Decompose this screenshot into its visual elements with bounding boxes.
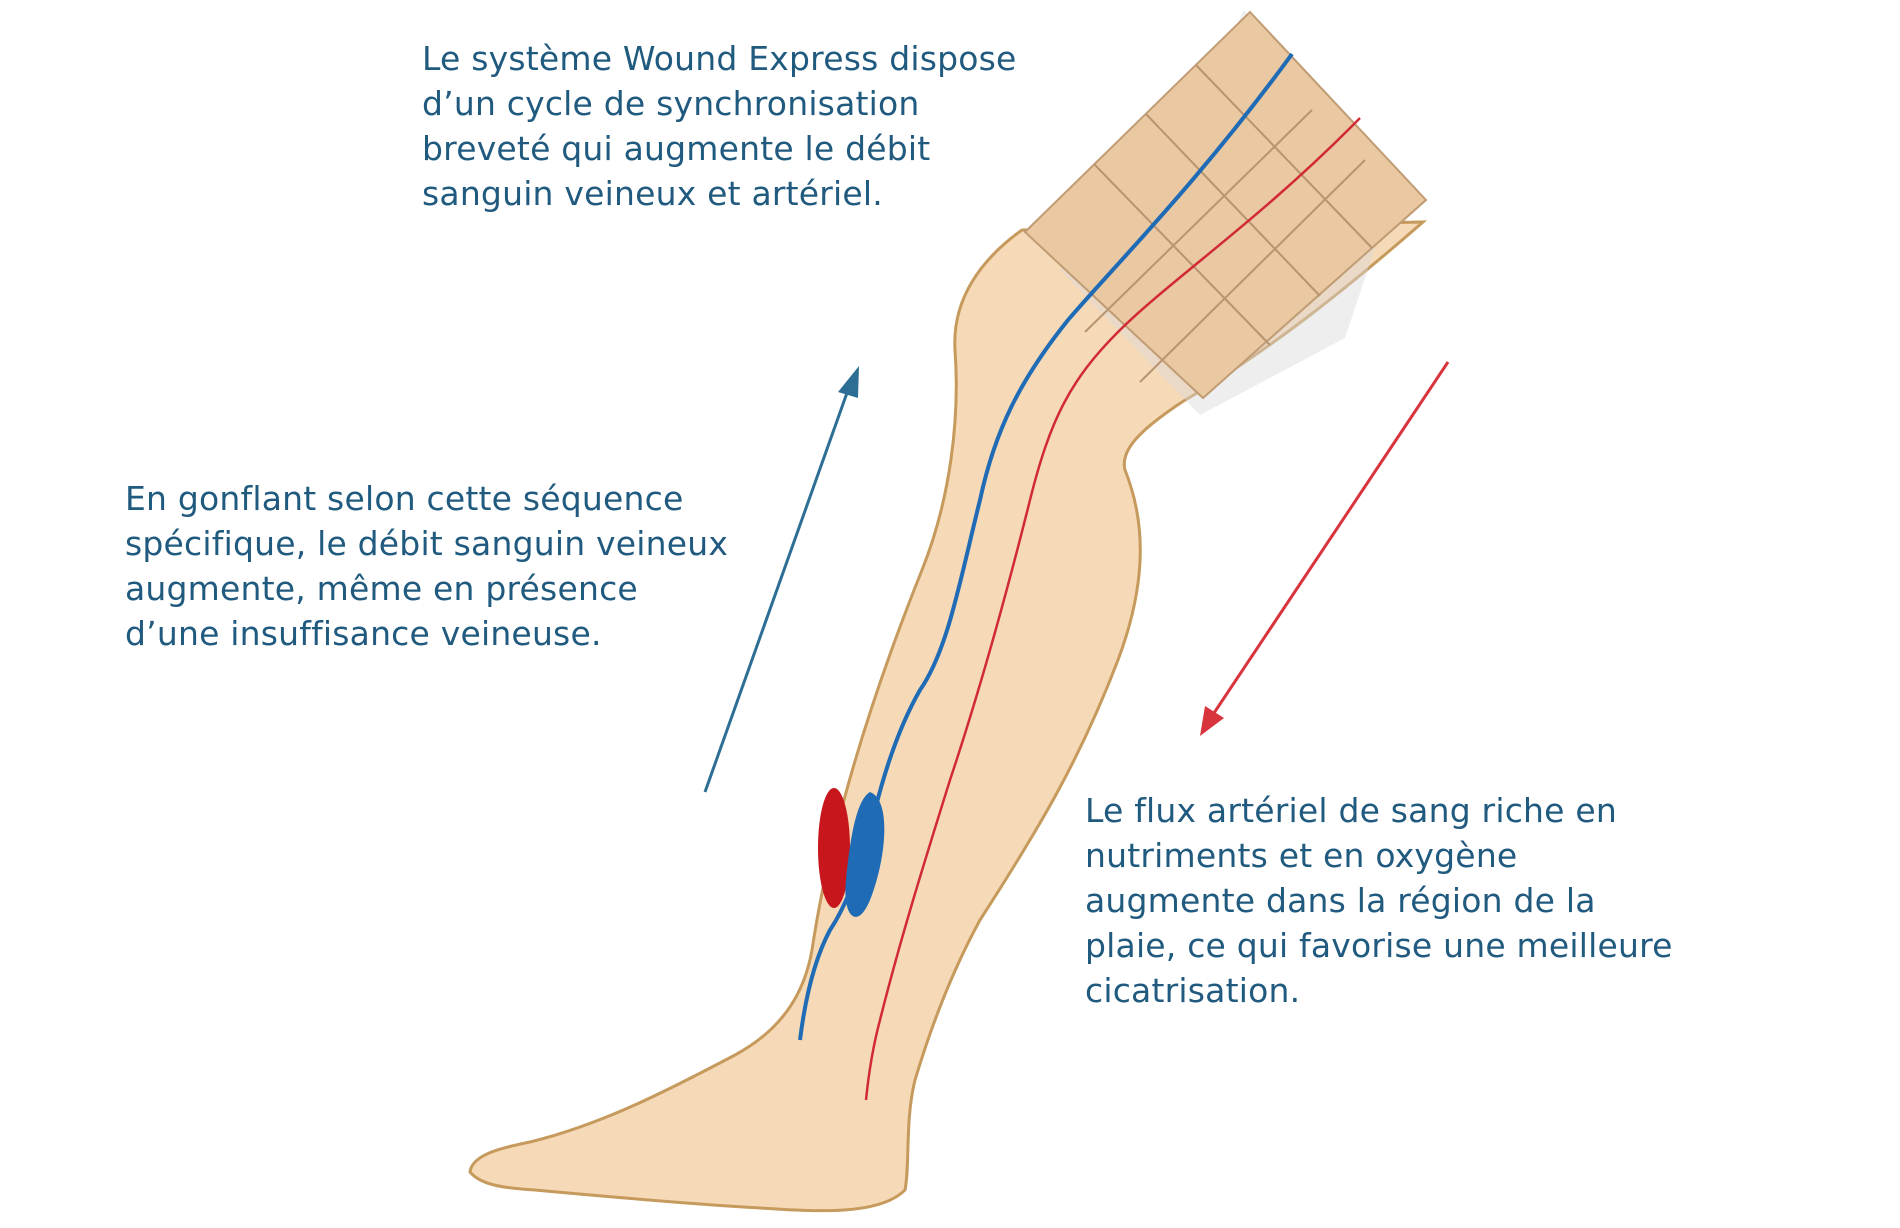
cuff-band-line <box>1084 109 1313 333</box>
arrow-up-icon <box>703 366 859 793</box>
artery-line <box>864 117 1361 1101</box>
caption-line: breveté qui augmente le débit <box>422 129 931 168</box>
arrow-down-icon <box>1200 361 1450 736</box>
vein-line <box>798 52 1294 1041</box>
caption-line: d’un cycle de synchronisation <box>422 84 920 123</box>
compression-cuff <box>1023 10 1428 415</box>
vein-bulge <box>845 792 885 917</box>
caption-venous-flow: En gonflant selon cette séquence spécifi… <box>125 476 728 656</box>
caption-synchronization-cycle: Le système Wound Express dispose d’un cy… <box>422 36 1017 216</box>
caption-line: Le flux artériel de sang riche en <box>1085 791 1617 830</box>
cuff-band-line <box>1195 64 1373 249</box>
leg-illustration <box>468 220 1428 1213</box>
caption-line: spécifique, le débit sanguin veineux <box>125 524 729 563</box>
caption-line: plaie, ce qui favorise une meilleure <box>1085 926 1673 965</box>
caption-line: augmente, même en présence <box>125 569 638 608</box>
cuff-band-line <box>1139 159 1366 383</box>
caption-line: augmente dans la région de la <box>1085 881 1596 920</box>
caption-line: sanguin veineux et artériel. <box>422 174 883 213</box>
caption-line: cicatrisation. <box>1085 971 1301 1010</box>
caption-line: En gonflant selon cette séquence <box>125 479 684 518</box>
caption-arterial-flow: Le flux artériel de sang riche en nutrim… <box>1085 788 1673 1013</box>
cuff-band-line <box>1145 113 1321 297</box>
caption-line: nutriments et en oxygène <box>1085 836 1518 875</box>
caption-line: Le système Wound Express dispose <box>422 39 1017 78</box>
wound-area <box>818 788 850 908</box>
caption-line: d’une insuffisance veineuse. <box>125 614 602 653</box>
cuff-band-line <box>1093 163 1271 346</box>
